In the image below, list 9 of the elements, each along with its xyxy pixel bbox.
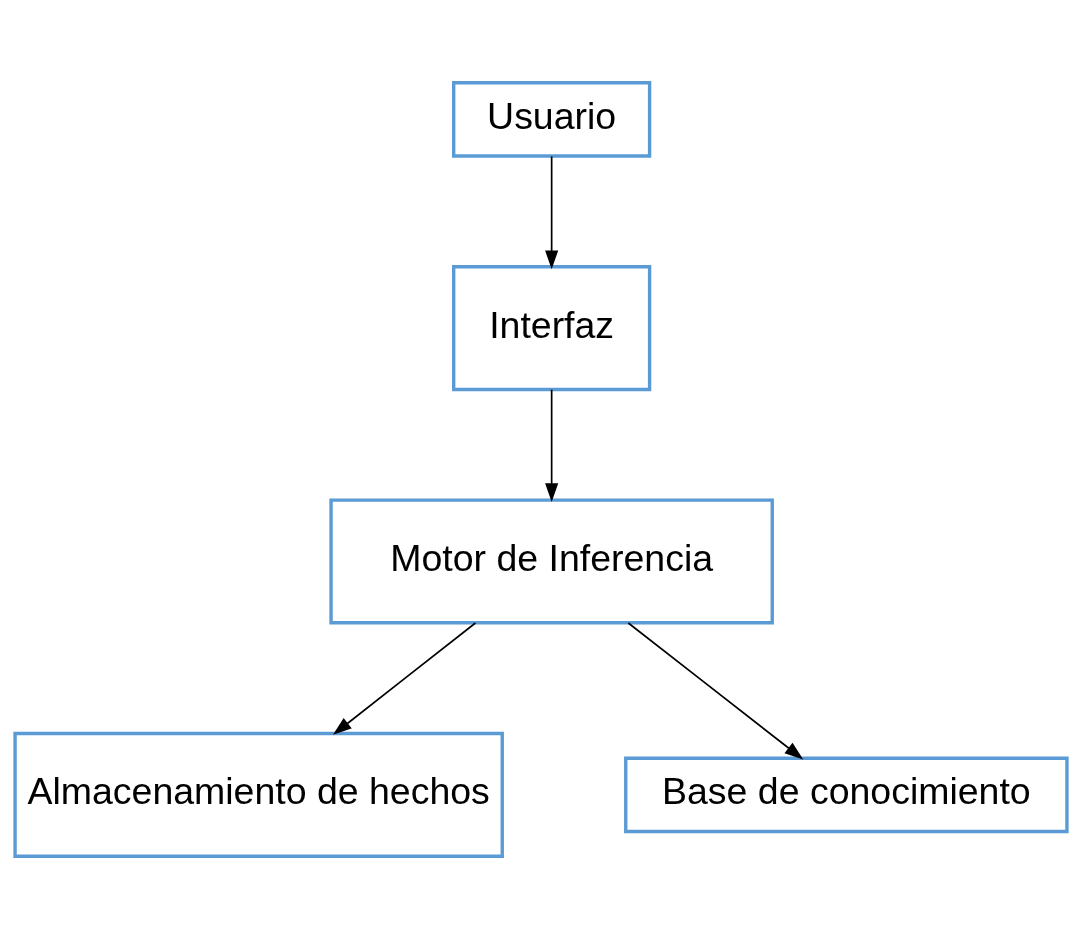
node-box: Usuario <box>452 81 652 158</box>
node-box: Almacenamiento de hechos <box>13 731 504 858</box>
arrow <box>332 622 477 735</box>
arrow <box>545 388 559 503</box>
node-box: Motor de Inferencia <box>329 498 774 625</box>
arrow <box>627 622 804 760</box>
node-box: Base de conocimiento <box>624 756 1069 834</box>
node-box: Interfaz <box>452 265 652 392</box>
arrow <box>545 155 559 270</box>
